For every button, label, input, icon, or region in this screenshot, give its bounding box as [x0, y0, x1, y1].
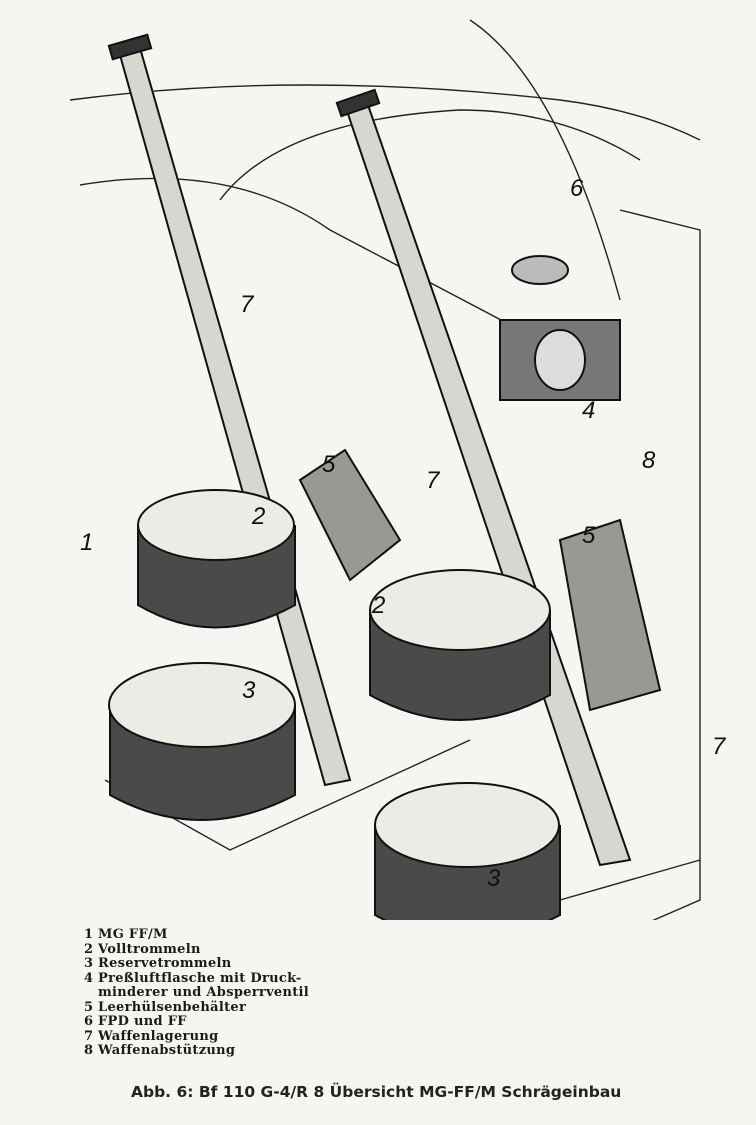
casing-container: [298, 448, 662, 712]
legend-item: minderer und Absperrventil: [84, 985, 310, 1001]
floor-panel: [619, 209, 701, 920]
canopy-frame-line: [69, 84, 701, 141]
callout-5: 5: [322, 451, 336, 478]
legend-num: 4: [84, 970, 94, 986]
legend-item: 3 Reservetrommeln: [84, 956, 309, 972]
callout-2: 2: [371, 592, 385, 619]
drum: [137, 489, 296, 629]
legend-num: 5: [84, 999, 94, 1015]
legend-text: Preßluftflasche mit Druck-: [98, 970, 302, 986]
legend-text: FPD und FF: [98, 1014, 187, 1029]
callout-1: 1: [80, 529, 93, 556]
drum: [369, 569, 551, 721]
legend-item: 6 FPD und FF: [84, 1014, 309, 1030]
legend-num: [84, 986, 98, 1001]
legend-item: 1 MG FF/M: [84, 927, 309, 943]
legend-text: Reservetrommeln: [98, 956, 232, 971]
callout-3: 3: [487, 865, 501, 892]
legend-num: 1: [84, 927, 94, 942]
technical-illustration: 1 7 6 5 2 4 8 7 5 2 3 7 3: [69, 19, 727, 920]
canopy-frame-line: [469, 19, 621, 301]
callout-8: 8: [642, 447, 656, 474]
callout-5: 5: [582, 522, 596, 549]
callout-2: 2: [251, 503, 265, 530]
legend-num: 8: [84, 1043, 94, 1058]
legend-num: 6: [84, 1014, 94, 1029]
legend-text: minderer und Absperrventil: [98, 985, 310, 1000]
legend-text: Waffenlagerung: [98, 1028, 219, 1044]
legend-text: Waffenabstützung: [98, 1043, 236, 1058]
callout-6: 6: [570, 175, 584, 202]
legend-item: 8 Waffenabstützung: [84, 1043, 309, 1059]
legend-text: MG FF/M: [98, 927, 168, 942]
pressure-bottle: [499, 255, 621, 401]
drum: [108, 662, 296, 821]
legend-num: 7: [84, 1028, 94, 1044]
legend-text: Volltrommeln: [98, 941, 201, 957]
callout-7: 7: [712, 733, 727, 760]
figure-caption: Abb. 6: Bf 110 G-4/R 8 Übersicht MG-FF/M…: [131, 1083, 622, 1101]
legend-num: 2: [84, 941, 94, 957]
gun-right: [335, 88, 632, 867]
legend-num: 3: [84, 956, 94, 971]
callout-7: 7: [426, 467, 441, 494]
legend-text: Leerhülsenbehälter: [98, 999, 247, 1015]
canopy-frame-line: [79, 177, 521, 331]
drum: [374, 782, 561, 920]
callout-7: 7: [240, 291, 255, 318]
callout-3: 3: [242, 677, 256, 704]
callout-4: 4: [582, 397, 595, 424]
canopy-frame-line: [219, 109, 641, 201]
